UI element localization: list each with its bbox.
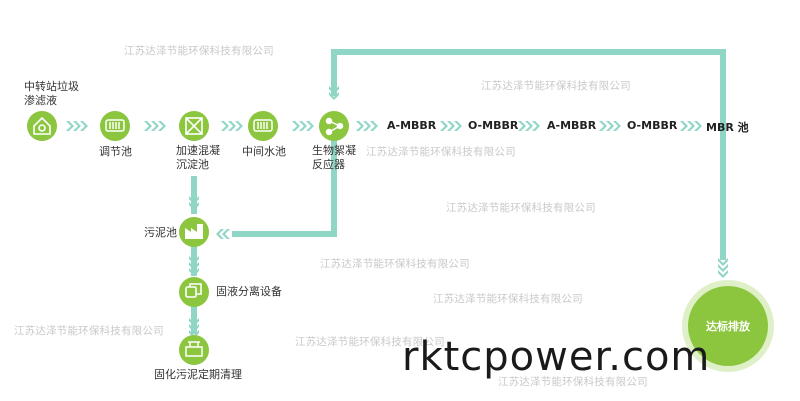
node-separation xyxy=(179,277,209,307)
house-recycle-icon xyxy=(33,116,51,135)
label-middle-tank: 中间水池 xyxy=(242,145,286,158)
arrow-2 xyxy=(144,121,166,131)
label-coagulation-tank: 加速混凝 沉淀池 xyxy=(176,144,220,171)
node-middle-tank xyxy=(248,111,278,141)
outlet-node xyxy=(688,286,768,366)
watermark: 江苏达泽节能环保科技有限公司 xyxy=(498,376,648,388)
watermark: 江苏达泽节能环保科技有限公司 xyxy=(481,80,631,92)
factory-icon xyxy=(185,224,203,239)
step-a-mbbr-1: A-MBBR xyxy=(387,119,437,132)
flow-arrows xyxy=(66,86,728,338)
watermark: 江苏达泽节能环保科技有限公司 xyxy=(366,146,516,158)
arrow-4 xyxy=(292,121,314,131)
arrow-5 xyxy=(356,121,378,131)
watermark: 江苏达泽节能环保科技有限公司 xyxy=(433,293,583,305)
arrow-8 xyxy=(599,121,621,131)
watermark: 江苏达泽节能环保科技有限公司 xyxy=(124,45,274,57)
arrow-1 xyxy=(66,121,88,131)
label-sludge-tank: 污泥池 xyxy=(144,226,177,239)
arrow-left-sludge xyxy=(216,229,230,239)
copy-icon xyxy=(185,283,202,298)
node-bio-reactor xyxy=(319,111,349,141)
label-transfer-station: 中转站垃圾 渗滤液 xyxy=(24,80,79,107)
label-regulating-tank: 调节池 xyxy=(99,145,132,158)
node-regulating-tank xyxy=(100,111,130,141)
node-transfer-station xyxy=(27,111,57,141)
arrow-6 xyxy=(440,121,462,131)
step-mbr-tank: MBR 池 xyxy=(706,121,749,134)
arrow-7 xyxy=(518,121,540,131)
filter-x-icon xyxy=(185,117,203,135)
arrow-down-coag xyxy=(189,196,199,210)
equipment-icon xyxy=(185,341,203,357)
step-o-mbbr-1: O-MBBR xyxy=(468,119,519,132)
arrow-9 xyxy=(680,121,702,131)
watermark: 江苏达泽节能环保科技有限公司 xyxy=(446,202,596,214)
watermark: 江苏达泽节能环保科技有限公司 xyxy=(14,325,164,337)
step-o-mbbr-2: O-MBBR xyxy=(627,119,678,132)
step-a-mbbr-2: A-MBBR xyxy=(547,119,597,132)
tank-icon xyxy=(105,119,125,132)
arrow-down-bio xyxy=(329,86,339,100)
label-solid-cleanup: 固化污泥定期清理 xyxy=(154,368,242,381)
arrow-down-outlet xyxy=(718,258,728,278)
brand-watermark: rktcpower.com xyxy=(402,334,711,380)
watermark: 江苏达泽节能环保科技有限公司 xyxy=(295,336,445,348)
node-solid-cleanup xyxy=(179,335,209,365)
connector-lines xyxy=(191,49,726,334)
watermark: 江苏达泽节能环保科技有限公司 xyxy=(320,258,470,270)
molecule-icon xyxy=(325,117,344,136)
label-separation: 固液分离设备 xyxy=(216,285,282,298)
label-outlet: 达标排放 xyxy=(706,320,750,333)
arrow-down-sludge xyxy=(189,256,199,276)
arrow-3 xyxy=(221,121,243,131)
label-bio-reactor: 生物絮凝 反应器 xyxy=(312,144,356,171)
tank-icon xyxy=(253,119,273,132)
